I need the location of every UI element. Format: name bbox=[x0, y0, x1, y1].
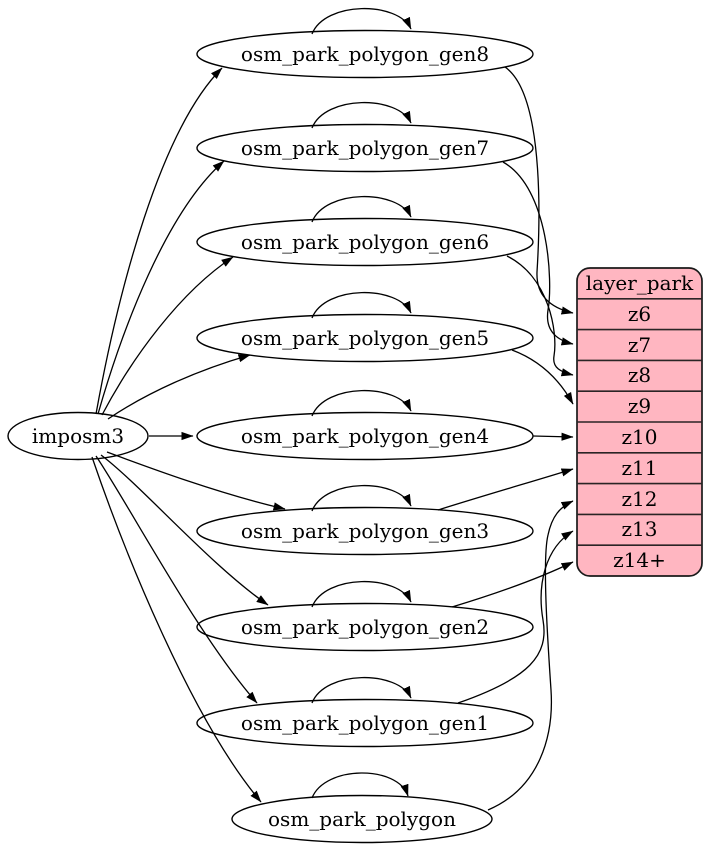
gen1-label: osm_park_polygon_gen1 bbox=[241, 711, 489, 735]
edge-gen2-z14 bbox=[451, 561, 574, 608]
node-osm-park-polygon-gen5: osm_park_polygon_gen5 bbox=[196, 313, 534, 363]
self-loop-gen4 bbox=[311, 389, 412, 417]
record-row-z8: z8 bbox=[628, 363, 651, 387]
gen8-ellipse bbox=[196, 29, 534, 79]
record-row-z9: z9 bbox=[628, 394, 651, 418]
gen6-label: osm_park_polygon_gen6 bbox=[241, 230, 489, 254]
gen5-label: osm_park_polygon_gen5 bbox=[241, 326, 489, 350]
node-osm-park-polygon: osm_park_polygon bbox=[231, 794, 493, 844]
gen2-label: osm_park_polygon_gen2 bbox=[241, 615, 489, 639]
node-osm-park-polygon-gen1: osm_park_polygon_gen1 bbox=[196, 698, 534, 748]
record-row-z7: z7 bbox=[628, 333, 651, 357]
edge-imposm3-gen1 bbox=[95, 455, 258, 704]
imposm3-label: imposm3 bbox=[32, 424, 124, 448]
edge-gen7-z7 bbox=[502, 161, 574, 346]
gen6-ellipse bbox=[196, 217, 534, 267]
self-loop-gen7 bbox=[311, 101, 412, 129]
node-imposm3: imposm3 bbox=[7, 411, 149, 461]
record-row-z11: z11 bbox=[622, 456, 658, 480]
self-loop-gen3 bbox=[311, 484, 412, 512]
node-osm-park-polygon-gen4: osm_park_polygon_gen4 bbox=[196, 411, 534, 461]
edge-imposm3-gen5 bbox=[107, 354, 251, 420]
gen8-label: osm_park_polygon_gen8 bbox=[241, 42, 489, 66]
record-row-z13: z13 bbox=[622, 517, 658, 541]
edge-gen1-z13 bbox=[457, 530, 574, 704]
self-loop-gen2 bbox=[311, 580, 412, 608]
self-loop-gen6 bbox=[311, 195, 412, 223]
gen2-ellipse bbox=[196, 602, 534, 652]
self-loop-gen1 bbox=[311, 676, 412, 704]
edge-imposm3-gen6 bbox=[101, 256, 234, 416]
gen1-ellipse bbox=[196, 698, 534, 748]
polygon-ellipse bbox=[231, 794, 493, 844]
node-osm-park-polygon-gen3: osm_park_polygon_gen3 bbox=[196, 506, 534, 556]
self-loop-gen5 bbox=[311, 291, 412, 319]
record-row-z12: z12 bbox=[622, 487, 658, 511]
edge-gen8-z6 bbox=[504, 66, 574, 315]
record-row-z14plus: z14+ bbox=[613, 548, 666, 572]
self-loop-polygon bbox=[311, 772, 409, 799]
record-row-z10: z10 bbox=[622, 425, 658, 449]
edge-gen5-z9 bbox=[511, 349, 574, 405]
edge-gen4-z10 bbox=[532, 432, 574, 441]
self-loop-gen8 bbox=[311, 7, 412, 35]
edge-polygon-z12 bbox=[487, 500, 574, 811]
gen3-ellipse bbox=[196, 506, 534, 556]
edge-imposm3-gen2 bbox=[100, 454, 269, 606]
edge-imposm3-polygon bbox=[91, 456, 262, 803]
edge-imposm3-gen8 bbox=[95, 67, 223, 415]
gen7-label: osm_park_polygon_gen7 bbox=[241, 136, 489, 160]
edge-imposm3-gen3 bbox=[106, 451, 286, 511]
imposm3-ellipse bbox=[7, 411, 149, 461]
gen7-ellipse bbox=[196, 123, 534, 173]
node-osm-park-polygon-gen8: osm_park_polygon_gen8 bbox=[196, 29, 534, 79]
node-osm-park-polygon-gen2: osm_park_polygon_gen2 bbox=[196, 602, 534, 652]
record-row-z6: z6 bbox=[628, 302, 651, 326]
gen5-ellipse bbox=[196, 313, 534, 363]
edge-gen3-z11 bbox=[437, 468, 574, 511]
gen3-label: osm_park_polygon_gen3 bbox=[241, 519, 489, 543]
edge-imposm3-gen7 bbox=[97, 160, 225, 415]
edge-gen6-z8 bbox=[506, 255, 574, 377]
node-osm-park-polygon-gen7: osm_park_polygon_gen7 bbox=[196, 123, 534, 173]
record-layer-park: layer_park z6 z7 z8 z9 z10 z11 z12 z13 z… bbox=[576, 267, 703, 577]
polygon-label: osm_park_polygon bbox=[268, 807, 456, 831]
record-title: layer_park bbox=[586, 271, 694, 295]
node-osm-park-polygon-gen6: osm_park_polygon_gen6 bbox=[196, 217, 534, 267]
gen4-label: osm_park_polygon_gen4 bbox=[241, 424, 489, 448]
